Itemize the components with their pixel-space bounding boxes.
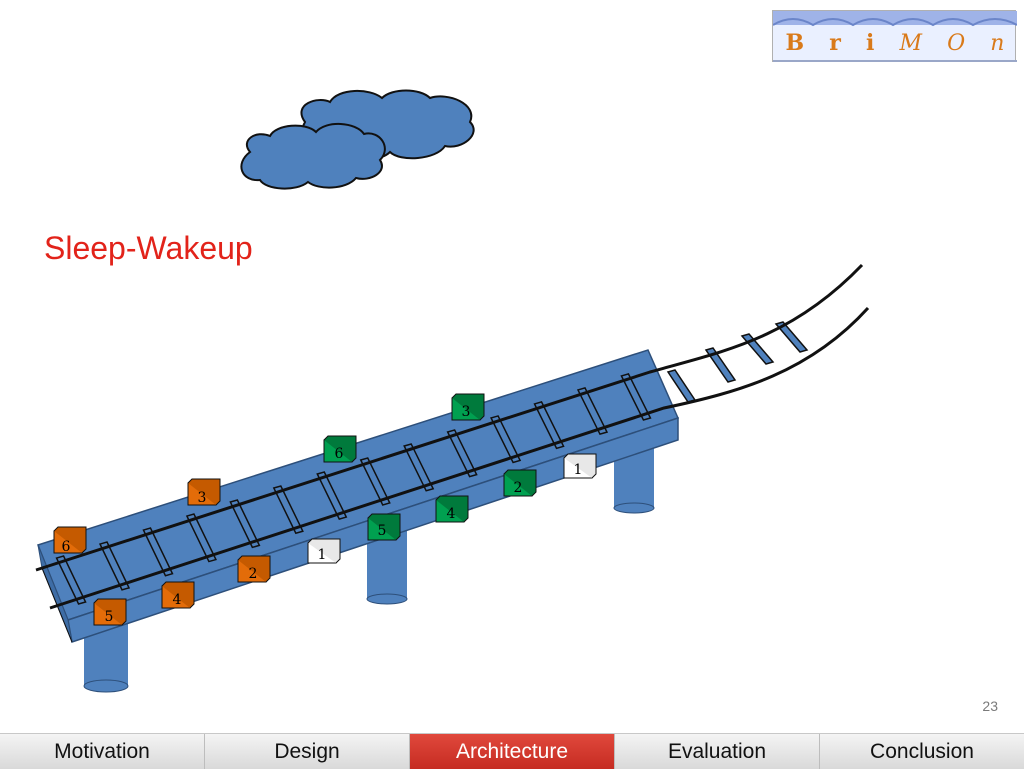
track-sleeper — [55, 555, 87, 605]
track-sleeper — [576, 387, 609, 436]
track-sleeper — [185, 513, 217, 563]
track-sleeper — [272, 485, 304, 535]
node-orange-2: 2 — [237, 555, 271, 583]
cloud-front — [240, 123, 386, 190]
section-navbar: Motivation Design Architecture Evaluatio… — [0, 733, 1024, 769]
track-sleeper — [533, 401, 565, 450]
slide-number: 23 — [982, 698, 998, 714]
track-sleeper — [490, 415, 522, 464]
track-sleeper — [704, 347, 737, 383]
logo-letter: i — [865, 30, 875, 56]
bridge-scene: 6 3 2 4 5 6 3 5 4 2 — [35, 89, 870, 693]
node-label: 2 — [249, 566, 258, 582]
node-green-2: 2 — [503, 469, 537, 497]
node-orange-5: 5 — [93, 598, 127, 626]
node-green-3: 3 — [451, 393, 485, 421]
track-sleeper — [666, 369, 697, 403]
node-label: 4 — [447, 506, 456, 522]
logo-letter: M — [899, 30, 922, 56]
slide-title: Sleep-Wakeup — [44, 230, 253, 266]
node-label: 3 — [462, 404, 471, 420]
node-label: 1 — [574, 462, 583, 478]
tab-architecture[interactable]: Architecture — [410, 734, 615, 769]
railway-track — [35, 263, 870, 610]
node-white-1-left: 1 — [307, 538, 341, 564]
node-label: 6 — [335, 446, 344, 462]
track-sleeper — [142, 527, 174, 577]
logo-letter: B — [785, 30, 805, 56]
track-sleeper — [229, 499, 261, 549]
node-label: 5 — [378, 523, 387, 539]
track-sleeper — [774, 321, 809, 353]
node-label: 4 — [173, 592, 182, 608]
track-sleeper — [446, 429, 478, 478]
logo-letter: O — [947, 30, 966, 56]
node-orange-3: 3 — [187, 478, 221, 506]
node-green-6: 6 — [323, 435, 357, 463]
node-green-5: 5 — [367, 513, 401, 541]
logo-letter: n — [990, 30, 1005, 56]
track-sleeper — [403, 443, 435, 492]
track-sleeper — [359, 457, 391, 506]
node-label: 6 — [62, 539, 71, 555]
node-green-4: 4 — [435, 495, 469, 523]
track-sleeper — [316, 471, 348, 520]
node-orange-4: 4 — [161, 581, 195, 609]
logo-arches — [773, 11, 1017, 62]
node-label: 1 — [318, 547, 327, 563]
logo-letter: r — [829, 30, 841, 56]
tab-design[interactable]: Design — [205, 734, 410, 769]
tab-conclusion[interactable]: Conclusion — [820, 734, 1024, 769]
tab-motivation[interactable]: Motivation — [0, 734, 205, 769]
node-white-1-right: 1 — [563, 453, 597, 479]
brimon-logo: B r i M O n — [772, 10, 1017, 62]
node-label: 3 — [198, 490, 207, 506]
node-orange-6: 6 — [53, 526, 87, 555]
track-sleeper — [98, 541, 131, 591]
node-label: 5 — [105, 609, 114, 625]
tab-evaluation[interactable]: Evaluation — [615, 734, 820, 769]
track-sleeper — [620, 373, 652, 421]
node-label: 2 — [514, 480, 523, 496]
